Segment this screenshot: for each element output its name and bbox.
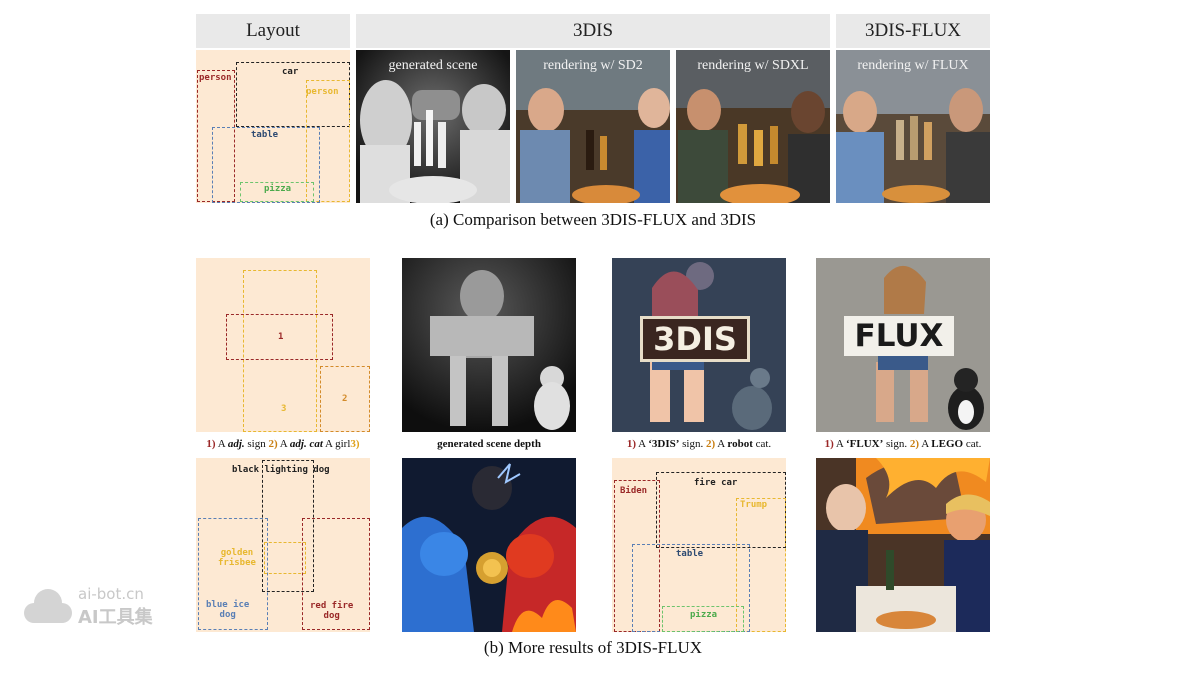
box-person-right [306,80,350,202]
cloud-logo-icon [24,589,72,623]
image-rendering-sdxl: rendering w/ SDXL [676,50,830,203]
caption-layout-prompt: 1) A adj. sign 2) A adj. cat A girl3) [206,438,360,450]
label-black-dog: black lighting dog [232,465,330,475]
box-trump [736,498,786,632]
image-dogs [402,458,576,632]
caption-scene-depth: generated scene depth [437,438,541,450]
box-frisbee [264,542,306,574]
sign-flux: FLUX [844,316,954,356]
label-fire-car: fire car [694,478,738,488]
image-biden-trump [816,458,990,632]
image-flux-sign: FLUX [816,258,990,432]
header-layout: Layout [196,14,350,48]
label-blue-dog: blue ice dog [206,600,250,621]
label-pizza: pizza [264,184,292,194]
image-scene-depth [402,258,576,432]
layout-diagram-b2: black lighting dog golden frisbee blue i… [196,458,370,632]
label-person-left: person [199,73,232,83]
watermark-line1: ai-bot.cn [78,585,144,603]
watermark: ai-bot.cn AI工具集 [20,585,180,630]
image-generated-scene: generated scene [356,50,510,203]
title-rendering-sdxl: rendering w/ SDXL [697,58,809,73]
label-pizza-b: pizza [690,610,718,620]
label-2: 2 [342,394,348,404]
title-generated-scene: generated scene [388,58,478,73]
label-person-right: person [306,87,339,97]
box-pizza [240,182,314,202]
header-3dis-flux: 3DIS-FLUX [836,14,990,48]
title-rendering-flux: rendering w/ FLUX [857,58,969,73]
box-sign [226,314,333,360]
label-table-b: table [676,549,704,559]
sign-3dis: 3DIS [640,316,750,362]
layout-diagram-b3: Biden fire car Trump table pizza [612,458,786,632]
box-table [212,127,320,203]
label-trump: Trump [740,500,768,510]
caption-b: (b) More results of 3DIS-FLUX [483,638,703,657]
box-red-dog [302,518,370,630]
box-blue-dog [198,518,268,630]
caption-flux-prompt: 1) A ‘FLUX’ sign. 2) A LEGO cat. [824,438,982,450]
image-3dis-sign: 3DIS [612,258,786,432]
box-black-dog [262,460,314,592]
layout-diagram-b1: 1 3 2 [196,258,370,432]
box-girl [243,270,317,432]
label-table: table [251,130,279,140]
caption-3dis-prompt: 1) A ‘3DIS’ sign. 2) A robot cat. [626,438,772,450]
header-3dis: 3DIS [356,14,830,48]
image-rendering-sd2: rendering w/ SD2 [516,50,670,203]
label-3: 3 [281,404,287,414]
watermark-line2: AI工具集 [78,607,153,628]
box-cat [320,366,370,432]
caption-a: (a) Comparison between 3DIS-FLUX and 3DI… [429,210,757,229]
title-rendering-sd2: rendering w/ SD2 [543,58,643,73]
box-pizza-b [662,606,744,632]
image-rendering-flux: rendering w/ FLUX [836,50,990,203]
label-red-dog: red fire dog [310,601,354,622]
box-person-left [197,70,235,202]
label-car: car [282,67,299,77]
label-biden: Biden [620,486,648,496]
label-1: 1 [278,332,284,342]
label-golden-frisbee: golden frisbee [218,548,256,569]
layout-diagram-a: person car person table pizza [196,50,350,203]
